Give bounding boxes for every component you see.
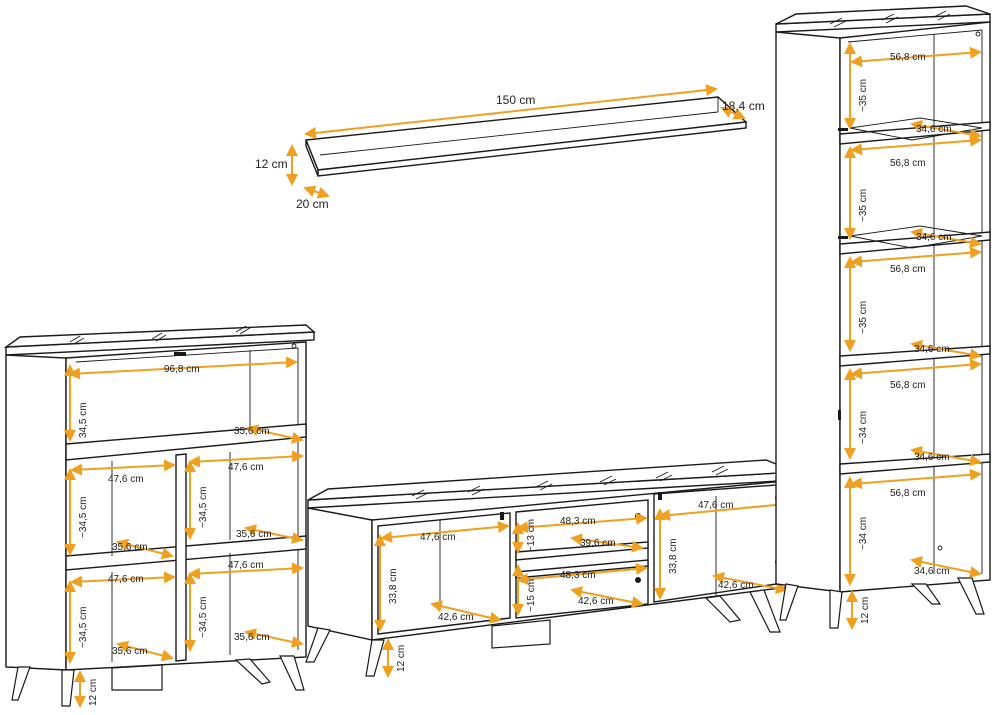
cabinet-height-1: ~35 cm [858,79,869,112]
tv-mid-width-top-label: 48,3 cm [560,516,596,527]
bookcase-top-depth-label: 35,6 cm [234,426,270,437]
cabinet-width-1: 56,8 cm [890,52,926,63]
tv-mid-depth-bottom-label: 42,6 cm [578,596,614,607]
bookcase-cell-height-l2: ~34,5 cm [78,607,89,648]
shelf-depth-bottom-label: 20 cm [296,197,329,211]
bookcase-width-label: 96,8 cm [164,364,200,375]
tv-leg-height-label: 12 cm [396,645,407,672]
cabinet-depth-4: 34,6 cm [914,452,950,463]
bookcase-cell-width-r1: 47,6 cm [228,462,264,473]
bookcase-cell-depth-l2: 35,6 cm [112,646,148,657]
bookcase [3,324,316,707]
cabinet-depth-1: 34,6 cm [916,124,952,135]
tv-left-height-label: 33,8 cm [388,568,399,604]
tv-left-depth-label: 42,6 cm [438,612,474,623]
cabinet-width-3: 56,8 cm [890,264,926,275]
tv-right-height-label: 33,8 cm [668,538,679,574]
cabinet-leg-height-label: 12 cm [860,597,871,624]
tv-mid-height-bottom-label: ~15 cm [526,579,537,612]
tall-cabinet [775,5,991,629]
cabinet-width-4: 56,8 cm [890,380,926,391]
bookcase-top-height-label: 34,5 cm [78,402,89,438]
bookcase-cell-height-l1: ~34,5 cm [78,497,89,538]
tv-mid-height-top-label: ~13 cm [526,519,537,552]
cabinet-depth-5: 34,6 cm [914,566,950,577]
tv-right-depth-label: 42,6 cm [718,580,754,591]
tv-left-width-label: 47,6 cm [420,532,456,543]
bookcase-dimensions: 96,8 cm 34,5 cm 35,6 cm 47,6 cm 47,6 cm … [64,356,304,708]
tv-mid-depth-top-label: 39,6 cm [580,538,616,549]
bookcase-cell-height-r1: ~34,5 cm [198,487,209,528]
bookcase-cell-width-r2: 47,6 cm [228,560,264,571]
shelf-width-label: 150 cm [496,93,535,107]
wall-shelf-dimensions: 150 cm 18,4 cm 12 cm 20 cm [255,84,765,211]
cabinet-height-5: ~34 cm [858,517,869,550]
cabinet-height-2: ~35 cm [858,189,869,222]
tv-unit-dimensions: 47,6 cm 33,8 cm 42,6 cm 48,3 cm ~13 cm 3… [374,498,788,678]
bookcase-cell-width-l2: 47,6 cm [108,574,144,585]
bookcase-cell-depth-r1: 35,6 cm [236,529,272,540]
bookcase-cell-height-r2: ~34,5 cm [198,597,209,638]
shelf-height-label: 12 cm [255,157,288,171]
cabinet-height-3: ~35 cm [858,301,869,334]
shelf-depth-top-label: 18,4 cm [722,99,765,113]
tall-cabinet-dimensions: 56,8 cm ~35 cm 34,6 cm 56,8 cm ~35 cm 34… [844,42,982,630]
bookcase-cell-depth-l1: 35,6 cm [112,542,148,553]
cabinet-depth-3: 34,6 cm [914,344,950,355]
tv-mid-width-bottom-label: 48,3 cm [560,570,596,581]
bookcase-cell-depth-r2: 35,6 cm [234,632,270,643]
cabinet-width-2: 56,8 cm [890,158,926,169]
bookcase-leg-height-label: 12 cm [88,679,99,706]
bookcase-cell-width-l1: 47,6 cm [108,474,144,485]
cabinet-depth-2: 34,6 cm [916,232,952,243]
cabinet-width-5: 56,8 cm [890,488,926,499]
tv-right-width-label: 47,6 cm [698,500,734,511]
cabinet-height-4: ~34 cm [858,411,869,444]
